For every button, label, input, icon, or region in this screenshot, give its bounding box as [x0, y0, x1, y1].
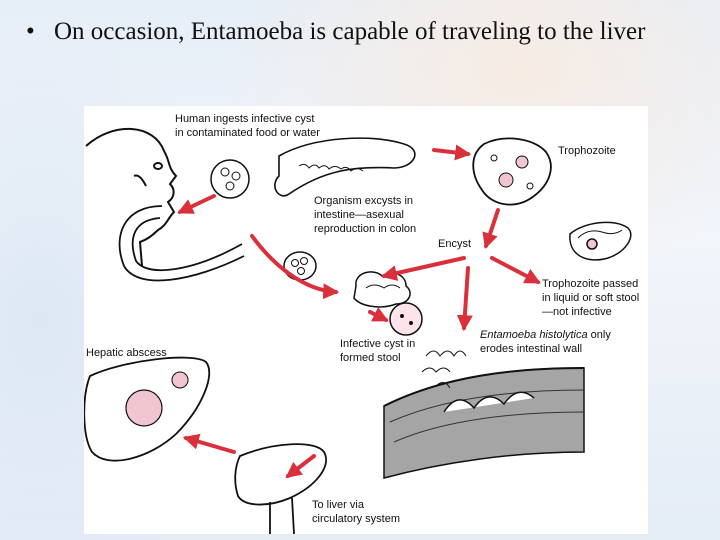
bullet-point: • On occasion, Entamoeba is capable of t…	[26, 16, 696, 48]
bullet-glyph: •	[26, 18, 35, 45]
digestive-tract-icon	[118, 205, 245, 282]
human-head-icon	[85, 127, 178, 267]
label-erodes-wall: Entamoeba histolytica only erodes intest…	[480, 329, 611, 355]
label-encyst: Encyst	[438, 238, 472, 250]
passed-trophozoite-icon	[569, 221, 632, 261]
formed-stool-icon	[353, 271, 411, 308]
label-hepatic-abscess: Hepatic abscess	[86, 347, 167, 359]
intestinal-wall-icon	[383, 350, 585, 479]
liver-outline-icon	[234, 443, 327, 534]
infective-cyst-icon	[389, 302, 423, 336]
flow-arrows	[177, 144, 541, 478]
label-trophozoite: Trophozoite	[558, 145, 616, 157]
intestine-segment-icon	[274, 137, 416, 197]
ingested-cyst-icon	[210, 159, 250, 199]
liver-abscess-icon	[84, 356, 211, 462]
life-cycle-drawing	[84, 127, 632, 534]
trophozoite-icon	[472, 137, 552, 206]
bullet-text: On occasion, Entamoeba is capable of tra…	[54, 18, 646, 45]
